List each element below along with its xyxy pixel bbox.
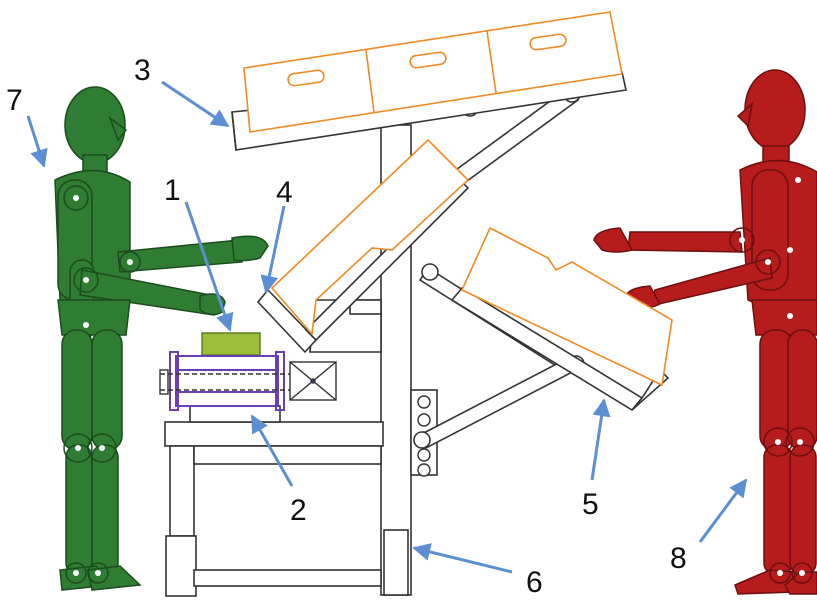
roller-shaft (159, 369, 290, 395)
left-worker-joints (63, 185, 141, 584)
label-3: 3 (134, 54, 151, 87)
arrow-8 (698, 478, 748, 543)
left-worker-joint-dots (73, 195, 133, 576)
label-8: 8 (670, 542, 687, 575)
product-box (201, 332, 261, 356)
label-4: 4 (276, 176, 293, 209)
right-worker-joints (729, 227, 815, 584)
callout-arrows (26, 80, 748, 574)
label-2: 2 (290, 494, 307, 527)
arrow-4 (260, 205, 286, 294)
callout-labels: 1 2 3 4 5 6 7 8 (6, 54, 687, 599)
right-worker-joint-dots (739, 177, 805, 576)
label-5: 5 (582, 488, 599, 521)
arrow-6 (412, 543, 513, 574)
label-1: 1 (164, 174, 181, 207)
conveyor-motor (289, 361, 337, 401)
label-6: 6 (526, 566, 543, 599)
right-tilted-tray (450, 226, 673, 412)
arrow-2 (250, 414, 294, 487)
top-crates (243, 11, 623, 133)
arrow-5 (590, 398, 611, 481)
left-tilted-tray (256, 138, 470, 354)
machine-frame (164, 124, 438, 597)
arrow-1 (184, 201, 234, 332)
label-7: 7 (6, 84, 23, 117)
roller-conveyor (169, 351, 285, 411)
arrow-3 (161, 80, 230, 128)
arrow-7 (26, 115, 48, 168)
